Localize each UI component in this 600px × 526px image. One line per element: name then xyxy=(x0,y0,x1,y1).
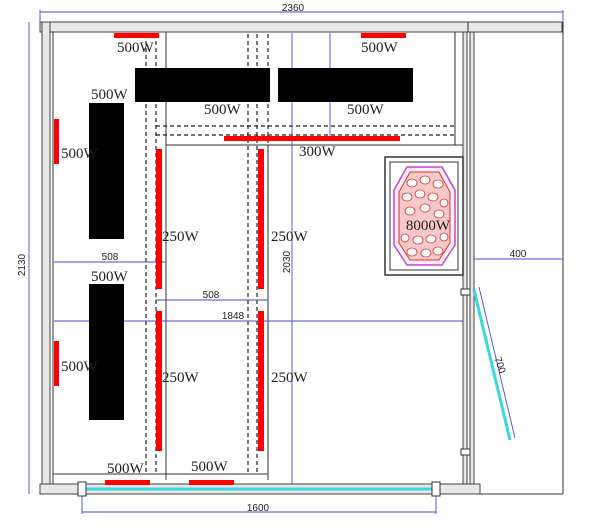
label-ceiling-bar: 300W xyxy=(299,144,337,160)
dim-2030: 2030 xyxy=(282,250,293,273)
label-center-right-lower: 250W xyxy=(271,370,309,386)
panel-left-upper xyxy=(89,103,124,239)
label-stove: 8000W xyxy=(406,218,451,234)
label-bottom-right: 500W xyxy=(191,459,229,475)
dim-2360: 2360 xyxy=(282,3,305,14)
dimension-left-bench: 508 xyxy=(54,252,166,263)
dim-1600: 1600 xyxy=(247,503,270,514)
front-glass-clamp-right xyxy=(431,481,441,497)
heater-ceiling-bar xyxy=(224,136,400,141)
label-bottom-left: 500W xyxy=(107,461,145,477)
heater-bottom-left xyxy=(105,480,150,485)
dimension-front-glass: 1600 xyxy=(81,496,437,514)
dimension-inner-height: 2030 xyxy=(282,33,293,484)
dim-2130: 2130 xyxy=(17,253,28,276)
dimension-overall-width: 2360 xyxy=(39,3,564,22)
dim-400: 400 xyxy=(510,249,527,260)
dim-508-center: 508 xyxy=(203,290,220,301)
top-wall xyxy=(39,21,563,33)
dim-508-left: 508 xyxy=(102,252,119,263)
heater-center-right-upper xyxy=(258,149,264,289)
left-wall xyxy=(41,21,51,491)
heater-center-left-upper xyxy=(156,149,162,289)
label-left-wall-lower: 500W xyxy=(61,359,99,375)
label-top-panel-right: 500W xyxy=(347,102,385,118)
label-top-panel-left: 500W xyxy=(204,102,242,118)
stove-heater: 8000W xyxy=(384,156,464,276)
dimension-overall-height: 2130 xyxy=(17,22,30,494)
dimension-center-bench: 508 xyxy=(156,290,268,301)
label-center-right-upper: 250W xyxy=(271,229,309,245)
heater-left-wall-upper xyxy=(54,119,59,164)
label-left-panel-lower: 500W xyxy=(91,269,129,285)
label-left-panel-upper: 500W xyxy=(91,87,129,103)
heater-left-wall-lower xyxy=(54,341,59,386)
front-glass-clamp-left xyxy=(77,481,87,497)
label-center-left-lower: 250W xyxy=(162,370,200,386)
heater-center-right-lower xyxy=(258,311,264,451)
dim-1848: 1848 xyxy=(222,311,245,322)
panel-top-right xyxy=(278,68,413,102)
dim-700: 700 xyxy=(492,356,508,376)
heater-top-left xyxy=(114,33,159,38)
panel-left-lower xyxy=(89,284,124,420)
label-top-left: 500W xyxy=(117,40,155,56)
dimension-side-clearance: 400 xyxy=(474,249,563,260)
label-top-right: 500W xyxy=(361,40,399,56)
panel-top-left xyxy=(135,68,270,102)
heater-center-left-lower xyxy=(156,311,162,451)
heater-top-right xyxy=(361,33,406,38)
heater-bottom-right xyxy=(189,480,234,485)
label-center-left-upper: 250W xyxy=(162,229,200,245)
glass-door: 700 xyxy=(460,286,516,456)
label-left-wall-upper: 500W xyxy=(61,146,99,162)
